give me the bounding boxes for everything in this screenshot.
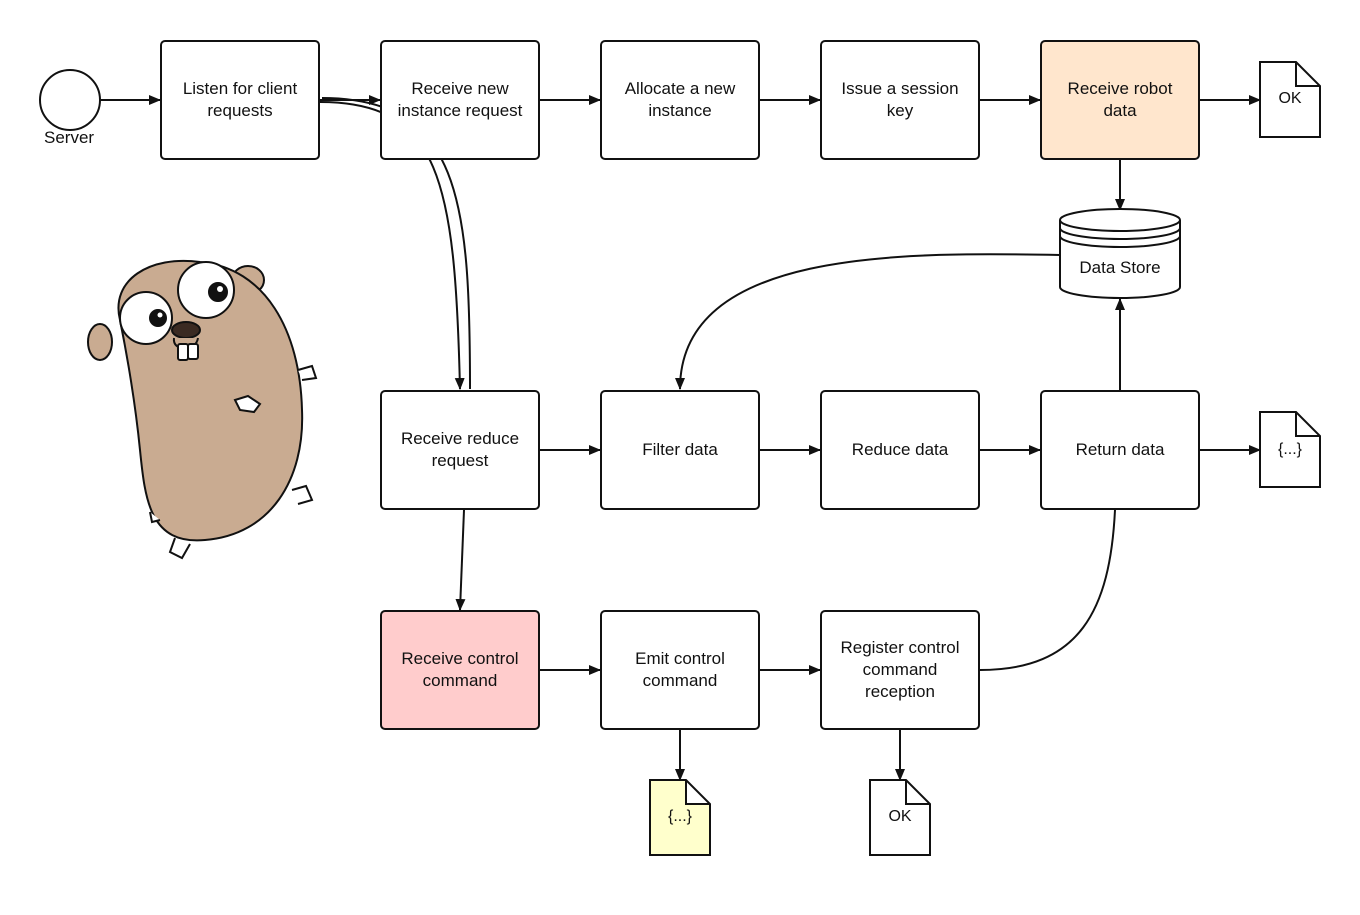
node-listen-for-client-requests[interactable]: Listen for client requests — [160, 40, 320, 160]
gopher-icon — [87, 259, 318, 560]
node-receive-reduce-request[interactable]: Receive reduce request — [380, 390, 540, 510]
node-reduce-data[interactable]: Reduce data — [820, 390, 980, 510]
document-json-right — [1259, 411, 1321, 488]
document-json-bottom-label: {...} — [667, 808, 693, 825]
edge-listen-reduce-a — [319, 101, 465, 390]
node-register-control-command-reception[interactable]: Register control command reception — [820, 610, 980, 730]
node-receive-new-instance-request[interactable]: Receive new instance request — [380, 40, 540, 160]
server-label: Server — [44, 128, 95, 147]
document-json-right-label: {...} — [1277, 441, 1303, 458]
node-receive-control-command[interactable]: Receive control command — [380, 610, 540, 730]
node-allocate-new-instance[interactable]: Allocate a new instance — [600, 40, 760, 160]
datastore-cylinder — [1059, 208, 1181, 299]
server-start-event — [39, 69, 101, 131]
edge-listen-reduce-b — [321, 97, 471, 390]
node-emit-control-command[interactable]: Emit control command — [600, 610, 760, 730]
node-return-data[interactable]: Return data — [1040, 390, 1200, 510]
document-ok-top — [1259, 61, 1321, 138]
edge-reduce-control — [455, 509, 466, 611]
node-filter-data[interactable]: Filter data — [600, 390, 760, 510]
document-ok-top-label: OK — [1278, 90, 1302, 107]
document-ok-bottom — [869, 779, 931, 856]
node-issue-session-key[interactable]: Issue a session key — [820, 40, 980, 160]
edge-register-return — [979, 509, 1116, 671]
document-ok-bottom-label: OK — [888, 808, 912, 825]
document-json-bottom — [649, 779, 711, 856]
datastore-label: Data Store — [1079, 258, 1161, 277]
node-receive-robot-data[interactable]: Receive robot data — [1040, 40, 1200, 160]
edge-datastore-filter — [675, 250, 1072, 390]
